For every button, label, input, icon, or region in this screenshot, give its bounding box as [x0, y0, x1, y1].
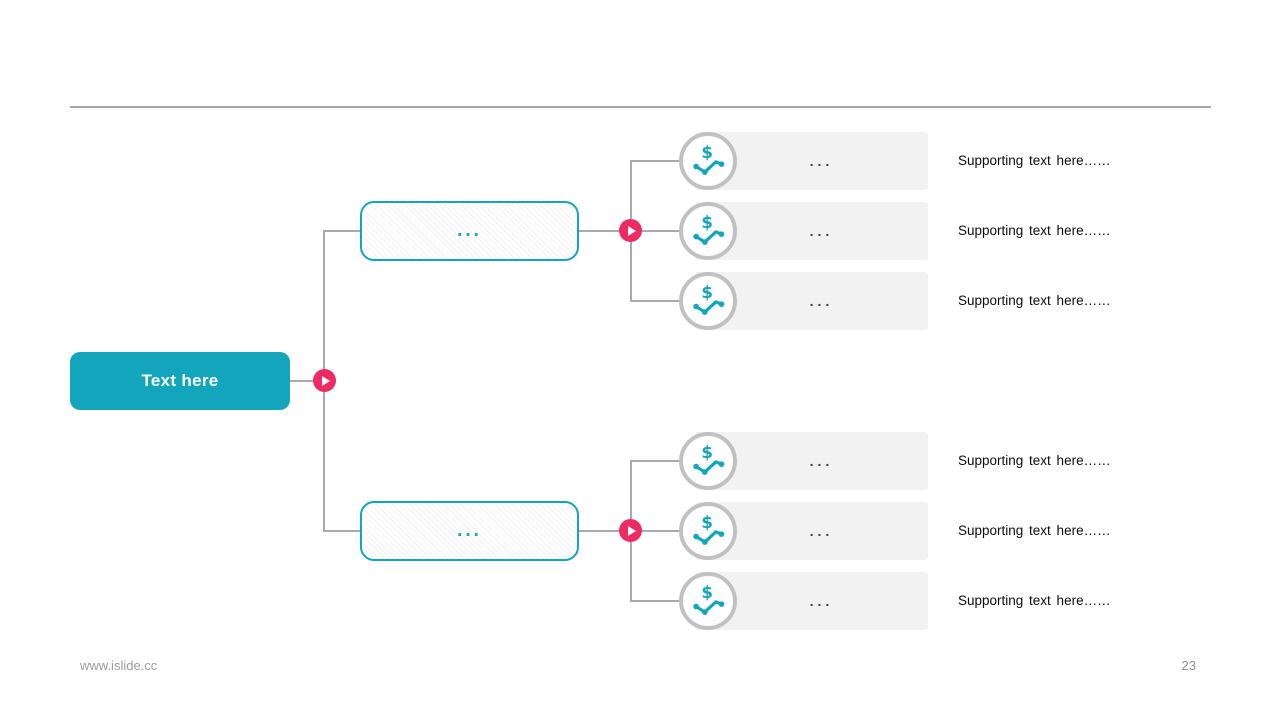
- connector-l2b-row2-h: [630, 530, 680, 532]
- connector-l2b-row1-h: [630, 460, 680, 462]
- supporting-text: Supporting text here……: [958, 293, 1111, 308]
- branch-node-2: ...: [360, 501, 579, 561]
- header-divider-line: [70, 106, 1211, 108]
- page-number: 23: [1181, 658, 1196, 673]
- dollar-trend-icon: $: [693, 283, 725, 315]
- supporting-text: Supporting text here……: [958, 453, 1111, 468]
- connector-l2a-row2-h: [630, 230, 680, 232]
- connector-l2a-row1-h: [630, 160, 680, 162]
- connector-root-h: [290, 380, 324, 382]
- play-connector-branch-2: [619, 519, 642, 542]
- play-triangle-icon: [627, 525, 636, 536]
- svg-text:$: $: [701, 583, 713, 602]
- connector-l2b-row3-h: [630, 600, 680, 602]
- play-triangle-icon: [321, 375, 330, 386]
- branch-node-label: ...: [457, 219, 482, 241]
- play-connector-branch-1: [619, 219, 642, 242]
- svg-text:$: $: [701, 443, 713, 462]
- leaf-bar-label: ...: [809, 522, 834, 539]
- play-connector-root: [313, 369, 336, 392]
- leaf-bar-label: ...: [809, 152, 834, 169]
- branch-node-1: ...: [360, 201, 579, 261]
- root-node-label: Text here: [141, 371, 219, 390]
- svg-text:$: $: [701, 283, 713, 302]
- connector-branch2-h: [579, 530, 631, 532]
- supporting-text: Supporting text here……: [958, 593, 1111, 608]
- branch-node-label: ...: [457, 519, 482, 541]
- svg-text:$: $: [701, 513, 713, 532]
- leaf-icon-circle: $: [679, 502, 737, 560]
- svg-text:$: $: [701, 213, 713, 232]
- supporting-text: Supporting text here……: [958, 223, 1111, 238]
- supporting-text: Supporting text here……: [958, 153, 1111, 168]
- dollar-trend-icon: $: [693, 213, 725, 245]
- dollar-trend-icon: $: [693, 143, 725, 175]
- leaf-icon-circle: $: [679, 432, 737, 490]
- leaf-icon-circle: $: [679, 132, 737, 190]
- leaf-bar-label: ...: [809, 592, 834, 609]
- leaf-icon-circle: $: [679, 202, 737, 260]
- leaf-bar-label: ...: [809, 292, 834, 309]
- supporting-text: Supporting text here……: [958, 523, 1111, 538]
- connector-branch1-h: [579, 230, 631, 232]
- play-triangle-icon: [627, 225, 636, 236]
- leaf-bar-label: ...: [809, 222, 834, 239]
- leaf-bar-label: ...: [809, 452, 834, 469]
- footer-website: www.islide.cc: [80, 658, 158, 673]
- root-node: Text here: [70, 352, 290, 410]
- dollar-trend-icon: $: [693, 583, 725, 615]
- connector-l1-top-h: [323, 230, 361, 232]
- connector-l2a-row3-h: [630, 300, 680, 302]
- dollar-trend-icon: $: [693, 513, 725, 545]
- leaf-icon-circle: $: [679, 272, 737, 330]
- leaf-icon-circle: $: [679, 572, 737, 630]
- connector-l1-bottom-h: [323, 530, 361, 532]
- dollar-trend-icon: $: [693, 443, 725, 475]
- svg-text:$: $: [701, 143, 713, 162]
